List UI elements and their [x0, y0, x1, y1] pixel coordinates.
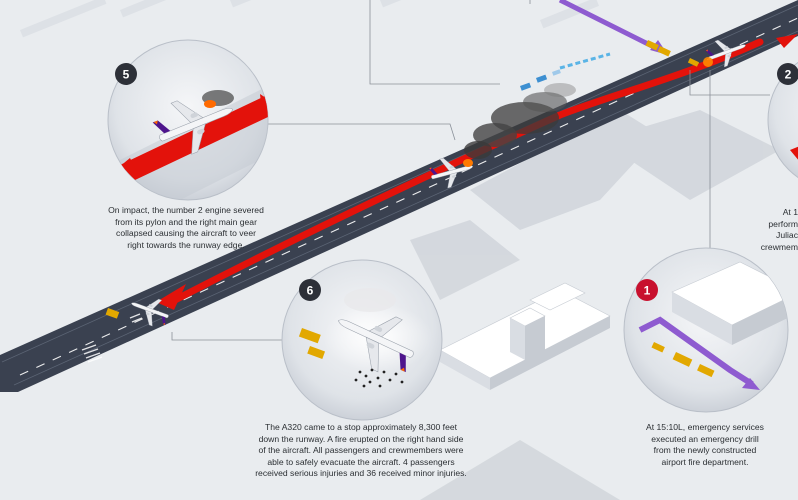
step-number: 1: [644, 284, 651, 298]
terrain-shadows: [410, 110, 780, 500]
caption-step-2: At 1 perform Juliac crewmem: [760, 207, 798, 252]
rescue-vehicles: [520, 69, 561, 91]
detail-circle-6: 6: [281, 259, 443, 421]
fire-trucks: [105, 39, 700, 319]
caption-step-6: The A320 came to a stop approximately 8,…: [255, 422, 467, 479]
detail-circle-5: 5: [107, 39, 269, 201]
detail-circle-2: 2: [767, 61, 798, 179]
step-badge: [636, 279, 658, 301]
caption-step-5: On impact, the number 2 engine severed f…: [108, 205, 264, 250]
step-number: 6: [307, 284, 314, 298]
engine-fire-spot: [703, 57, 713, 67]
rescue-route-line: [559, 52, 611, 70]
leader-lines: [171, 0, 770, 341]
step-number: 2: [785, 68, 792, 82]
taxiway-markings: [20, 0, 600, 38]
smoke-trail: [464, 83, 576, 159]
detail-circle-1: 1: [623, 247, 789, 413]
step-badge: [299, 279, 321, 301]
step-badge: [777, 63, 798, 85]
engine-fire: [463, 159, 473, 167]
fire-station-buildings: [439, 282, 611, 390]
step-badge: [115, 63, 137, 85]
caption-step-1: At 15:10L, emergency services executed a…: [646, 422, 764, 467]
step-number: 5: [123, 68, 130, 82]
